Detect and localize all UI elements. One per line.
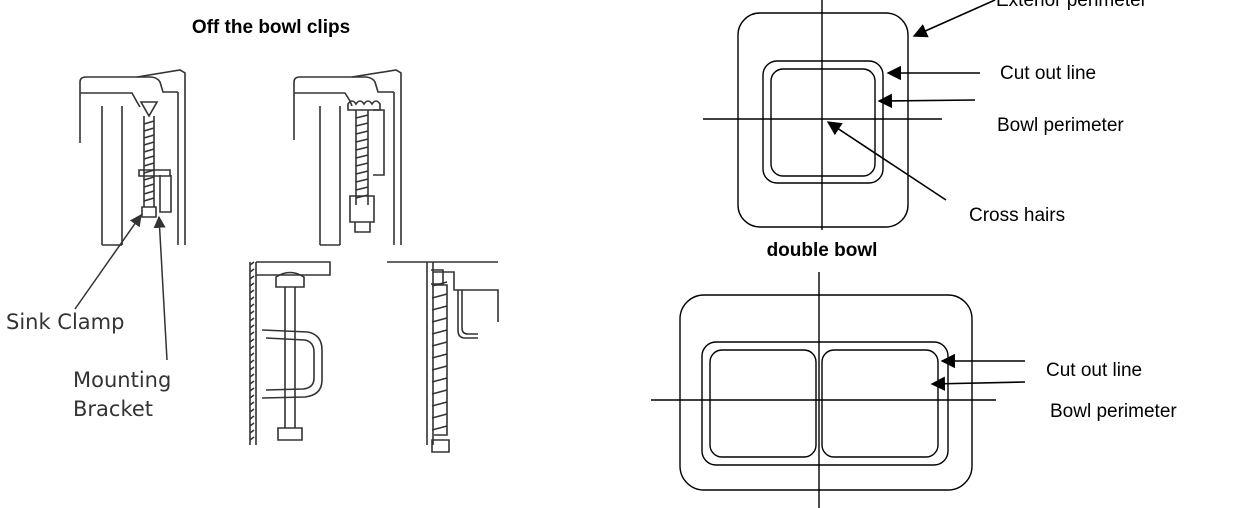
cut-out-line-outline [762,60,884,184]
cross-hairs-label: Cross hairs [969,205,1065,226]
double-exterior-outline [679,294,973,491]
mounting-label: Mounting [73,368,171,392]
exterior-perimeter-arrow [912,0,996,38]
bowl-perimeter-arrow [877,93,976,109]
bracket-label: Bracket [73,397,153,421]
clip-drawing-3 [249,261,331,445]
cut-out-line-label: Cut out line [1000,63,1096,84]
bowl-perimeter-label: Bowl perimeter [997,115,1124,136]
double-bowl-perimeter-arrow [930,376,1026,391]
sink-clamp-arrow [74,214,142,310]
double-bowl-perimeter-label: Bowl perimeter [1050,401,1177,422]
right-bowl-perimeter-outline [821,349,939,458]
double-bowl-title: double bowl [767,240,878,261]
clips-title: Off the bowl clips [192,17,350,38]
exterior-perimeter-outline [737,12,909,228]
bowl-perimeter-outline [770,68,876,177]
left-bowl-perimeter-outline [709,349,817,458]
clip-drawing-4 [387,261,499,453]
mounting-bracket-arrow [153,215,168,361]
single-bowl-template [703,0,942,230]
cross-hairs-arrow [826,121,947,201]
clip-drawing-2 [293,69,402,246]
double-cut-out-line-outline [701,341,949,466]
clip-drawing-1 [79,69,186,246]
sink-clamp-label: Sink Clamp [6,310,124,334]
exterior-perimeter-label: Exterior perimeter [996,0,1148,11]
double-cut-out-line-label: Cut out line [1046,360,1142,381]
double-bowl-template [651,272,996,508]
